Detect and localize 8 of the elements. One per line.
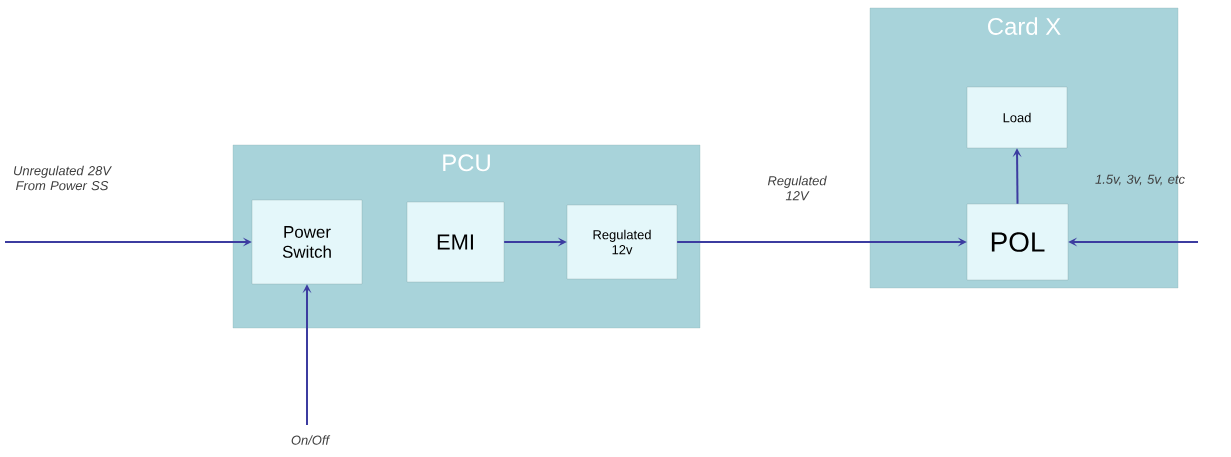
edge-label: Unregulated 28V From Power SS [14, 165, 112, 191]
edge-label: On/Off [291, 435, 331, 445]
block-box: Regulated 12v [566, 204, 678, 280]
block-box: EMI [406, 201, 505, 283]
block-box: Power Switch [251, 199, 363, 285]
block-box: POL [966, 203, 1069, 281]
block-box: Load [966, 86, 1068, 149]
edge-label: Regulated 12V [767, 175, 827, 201]
